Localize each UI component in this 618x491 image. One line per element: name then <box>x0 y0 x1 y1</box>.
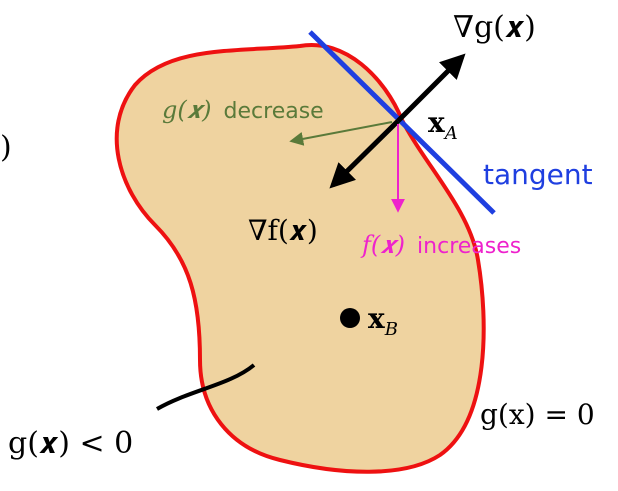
f-increase-word: increases <box>417 234 521 259</box>
grad-g-arrow <box>396 53 466 123</box>
g-decrease-arrow <box>289 121 393 146</box>
tangent-label: tangent <box>483 158 593 191</box>
point-a-sub: A <box>443 123 458 144</box>
grad-f-arrow <box>329 119 400 189</box>
g-decrease-word: decrease <box>224 99 324 124</box>
point-b-x: x <box>368 302 385 335</box>
f-increase-label: f(𝒙) increases <box>360 231 521 259</box>
tangent-line <box>308 30 496 215</box>
g-decrease-label: g(𝒙) decrease <box>162 96 324 124</box>
g-boundary-label: g(x) = 0 <box>480 398 595 431</box>
feasible-region <box>114 42 486 474</box>
point-a-x: x <box>428 106 445 139</box>
interior-pointer <box>156 363 256 411</box>
grad-f-label: ∇f(𝒙) <box>248 214 318 247</box>
edge-paren: ) <box>0 130 12 165</box>
point-b-label: xB <box>368 302 398 340</box>
point-b-sub: B <box>384 319 398 340</box>
f-increase-math: f(𝒙) <box>360 231 405 259</box>
grad-g-label: ∇g(𝒙) <box>453 10 536 45</box>
g-decrease-math: g(𝒙) <box>162 96 212 124</box>
point-a-label: xA <box>428 106 458 144</box>
point-b-dot <box>340 308 360 328</box>
g-negative-label: g(𝒙) < 0 <box>8 426 133 461</box>
